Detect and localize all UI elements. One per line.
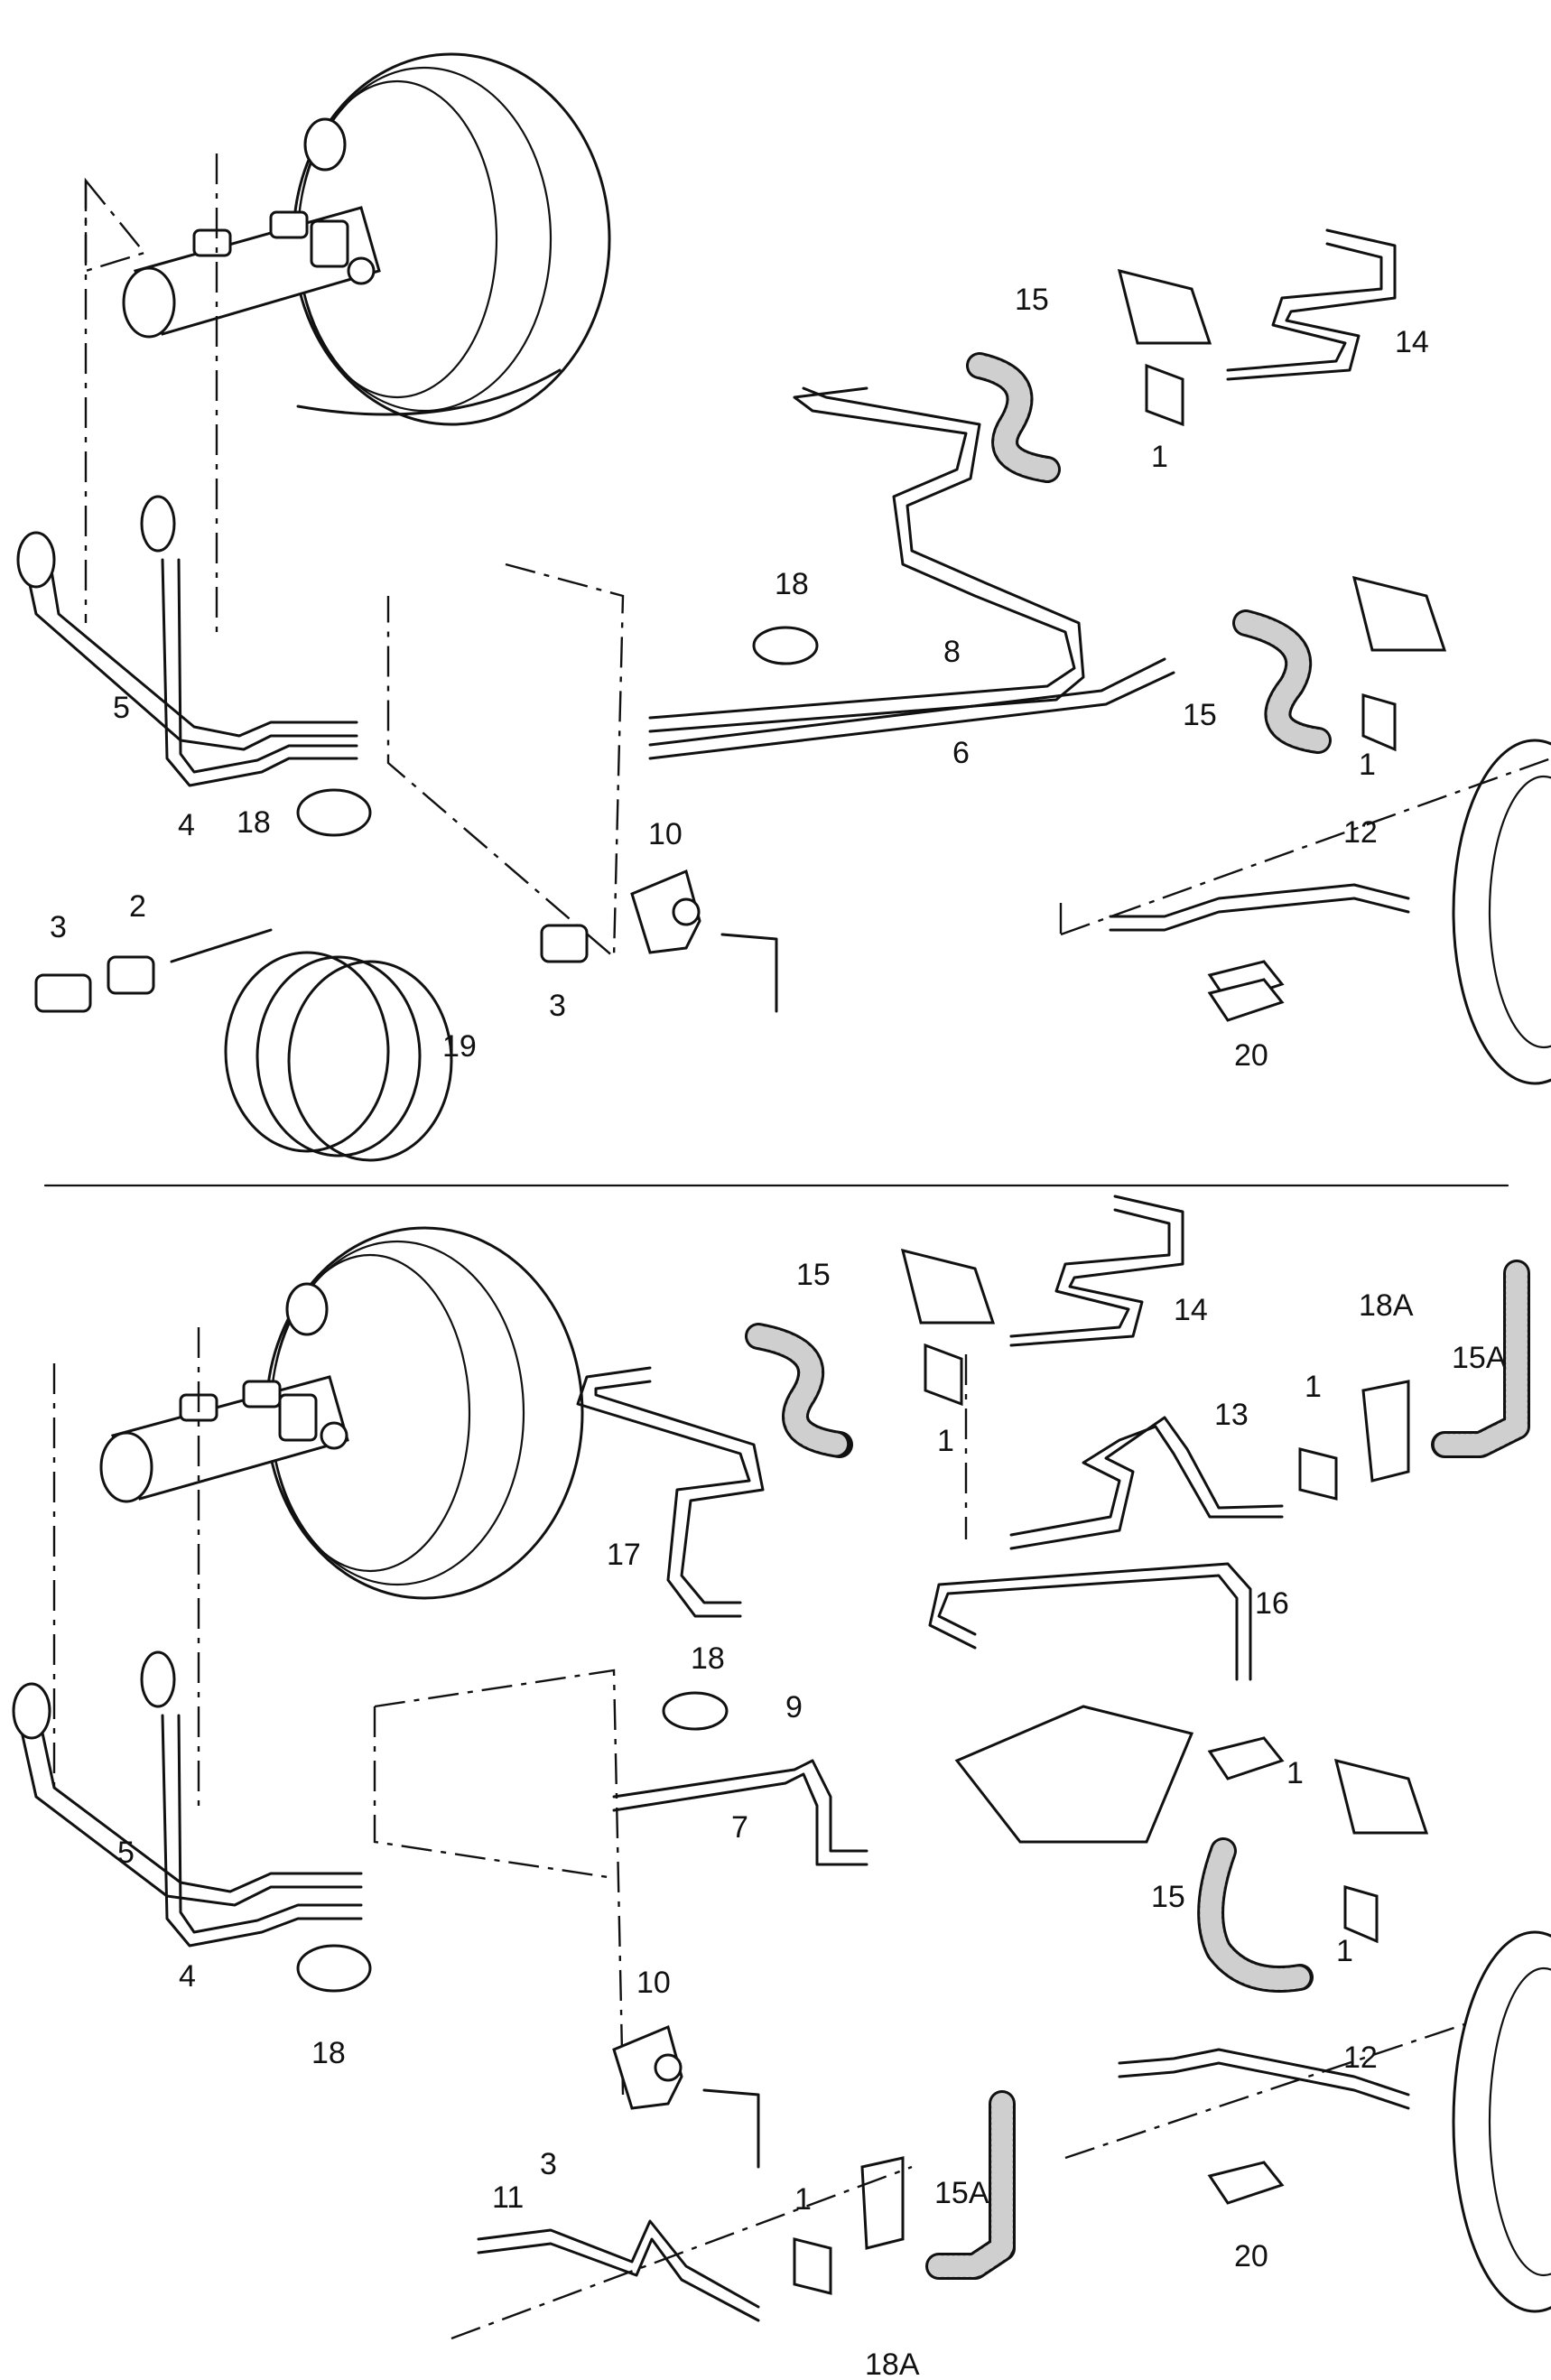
callout-15A: 15A — [1452, 1341, 1507, 1375]
drum-icon — [1452, 1930, 1551, 2313]
callout-4b: 4 — [179, 1959, 196, 1994]
callout-12b: 12 — [1343, 2041, 1378, 2075]
brake-line-5 — [12, 1682, 363, 1907]
callout-18A-b: 18A — [865, 2347, 920, 2380]
callout-6: 6 — [952, 736, 970, 770]
brake-line-4 — [140, 1650, 363, 1948]
brake-line-17 — [576, 1366, 765, 1618]
callout-1e: 1 — [1286, 1756, 1304, 1790]
brake-line-7 — [612, 1759, 868, 1866]
top-assembly — [16, 52, 1551, 1162]
callout-3b: 3 — [549, 989, 566, 1023]
brake-line-14 — [1009, 1195, 1184, 1347]
callout-3: 3 — [50, 910, 67, 944]
brake-line-8 — [648, 386, 1085, 733]
callout-15A-b: 15A — [934, 2176, 989, 2210]
fitting-2-3 — [34, 924, 589, 1013]
callout-18b: 18 — [237, 805, 271, 840]
callout-1b: 1 — [1359, 748, 1376, 782]
brake-line-6 — [648, 657, 1175, 760]
callout-14: 14 — [1395, 325, 1429, 359]
pipe-coil-19 — [170, 928, 453, 1162]
callout-19: 19 — [442, 1029, 477, 1064]
callout-10: 10 — [648, 817, 683, 851]
callout-18A: 18A — [1359, 1288, 1414, 1323]
callout-2: 2 — [129, 889, 146, 924]
hose-icon — [966, 352, 1332, 754]
master-cylinder-icon — [122, 206, 381, 339]
callout-18c: 18 — [691, 1641, 725, 1676]
callout-14b: 14 — [1174, 1293, 1208, 1327]
callout-9: 9 — [785, 1690, 803, 1725]
clip-icon — [1145, 363, 1397, 1004]
callout-15d: 15 — [1151, 1880, 1185, 1914]
callout-17: 17 — [607, 1538, 641, 1572]
callout-18: 18 — [775, 567, 809, 601]
brake-line-4 — [140, 495, 358, 787]
brake-line-13 — [1009, 1416, 1284, 1550]
callout-20b: 20 — [1234, 2239, 1268, 2273]
callout-4: 4 — [178, 808, 195, 842]
callout-15: 15 — [1015, 283, 1049, 317]
callout-7: 7 — [731, 1810, 748, 1845]
brake-line-5 — [16, 531, 358, 751]
callout-18d: 18 — [311, 2036, 346, 2070]
brake-line-14 — [1226, 228, 1397, 381]
hose-icon — [745, 1323, 1314, 1993]
callout-1c: 1 — [1305, 1370, 1322, 1404]
callout-1d: 1 — [937, 1424, 954, 1458]
callout-20: 20 — [1234, 1038, 1268, 1073]
callout-11: 11 — [492, 2180, 524, 2215]
callout-13: 13 — [1214, 1398, 1249, 1432]
drum-icon — [1452, 739, 1551, 1085]
bottom-assembly — [12, 1195, 1551, 2340]
brake-line-12 — [1109, 883, 1410, 932]
callout-1: 1 — [1151, 440, 1168, 474]
brake-line-15A — [925, 1260, 1530, 2280]
clip-icon — [793, 1343, 1379, 2295]
callout-12: 12 — [1343, 815, 1378, 850]
bracket-icon — [296, 1248, 1429, 2250]
brake-line-12 — [1118, 2048, 1410, 2110]
brake-line-11 — [477, 2219, 760, 2322]
callout-1g: 1 — [794, 2182, 812, 2217]
callout-15b: 15 — [1183, 698, 1217, 732]
callout-labels: 15 14 1 18 8 6 15 1 5 4 18 10 12 2 3 3 1… — [50, 283, 1507, 2380]
bracket-icon — [296, 268, 1447, 837]
callout-8: 8 — [943, 635, 961, 669]
callout-5b: 5 — [117, 1836, 135, 1870]
callout-5: 5 — [113, 691, 130, 725]
callout-10b: 10 — [636, 1966, 671, 2000]
tee-piece-10 — [630, 869, 778, 1013]
callout-16: 16 — [1255, 1586, 1289, 1621]
clip-20 — [1207, 978, 1285, 1022]
tee-piece-10 — [612, 2024, 760, 2169]
brake-line-16 — [928, 1562, 1252, 1681]
callout-1f: 1 — [1336, 1934, 1353, 1968]
callout-15c: 15 — [796, 1258, 831, 1292]
callout-3c: 3 — [540, 2147, 557, 2181]
